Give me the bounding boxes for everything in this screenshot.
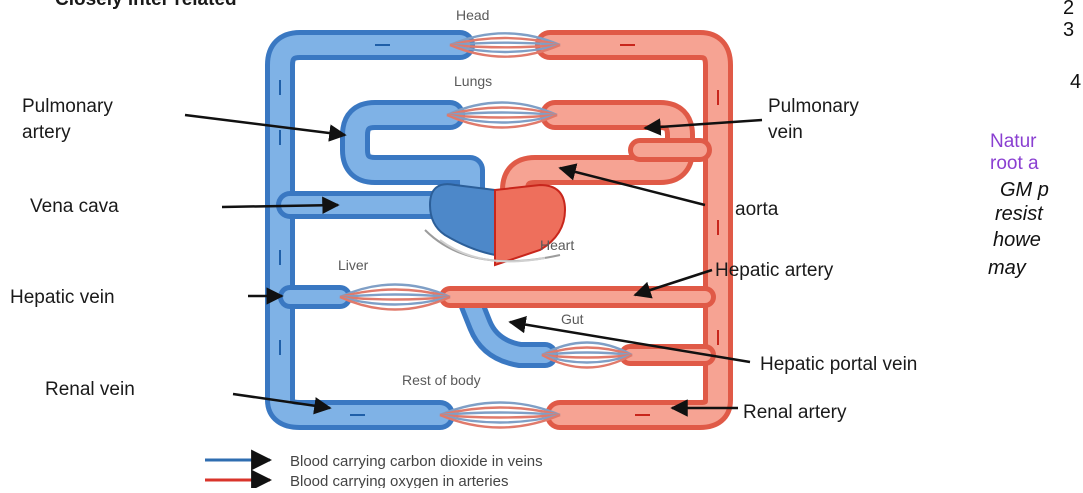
side-number-4: 4 [1070,71,1081,93]
label-renal-vein: Renal vein [45,379,135,400]
side-italic-4: may [988,257,1027,279]
artery-vessels [439,30,733,430]
side-purple-2: root a [990,153,1039,174]
side-italic-2: resist [995,203,1044,225]
side-number-2: 2 [1063,0,1074,19]
label-renal-artery: Renal artery [743,402,847,423]
pointer-hepatic-portal-vein [508,315,751,364]
side-purple-1: Natur [990,131,1037,152]
pointer-renal-vein [232,392,332,415]
pointer-vena-cava [221,196,340,215]
pointer-hepatic-artery [633,268,713,299]
side-panel-text: 2 3 4 Natur root a GM p resist howe may [988,0,1081,279]
legend: Blood carrying carbon dioxide in veins B… [205,449,543,491]
capillary-beds [339,32,633,429]
side-italic-1: GM p [1000,179,1049,201]
heart [424,183,567,267]
legend-vein-text: Blood carrying carbon dioxide in veins [290,453,543,470]
label-aorta: aorta [735,199,779,220]
pointer-pulmonary-vein [643,118,763,136]
flow-markers [279,44,390,416]
label-hepatic-artery: Hepatic artery [715,260,834,281]
capillary-bed-lungs [446,101,558,129]
organ-label-lungs: Lungs [454,73,492,89]
label-pointers [184,113,763,417]
label-pulmonary-vein-2: vein [768,122,803,143]
flow-markers-red [620,44,719,416]
organ-label-liver: Liver [338,257,369,273]
capillary-bed-head [449,32,561,58]
legend-artery-text: Blood carrying oxygen in arteries [290,473,508,488]
pointer-pulmonary-artery [184,113,347,142]
label-pulmonary-artery-1: Pulmonary [22,96,113,117]
organ-label-heart: Heart [540,237,574,253]
organ-label-head: Head [456,7,489,23]
label-vena-cava: Vena cava [30,196,119,217]
organ-label-rest-of-body: Rest of body [402,372,481,388]
capillary-bed-gut [541,341,633,369]
header-title: Closely inter related [55,0,237,10]
label-hepatic-vein: Hepatic vein [10,287,115,308]
label-hepatic-portal-vein: Hepatic portal vein [760,354,917,375]
capillary-bed-liver [339,283,451,311]
label-pulmonary-artery-2: artery [22,122,71,143]
capillary-bed-rest-of-body [439,401,561,429]
pointer-aorta [558,163,706,207]
organ-label-gut: Gut [561,311,584,327]
side-italic-3: howe [993,229,1041,251]
label-pulmonary-vein-1: Pulmonary [768,96,859,117]
side-number-3: 3 [1063,19,1074,41]
